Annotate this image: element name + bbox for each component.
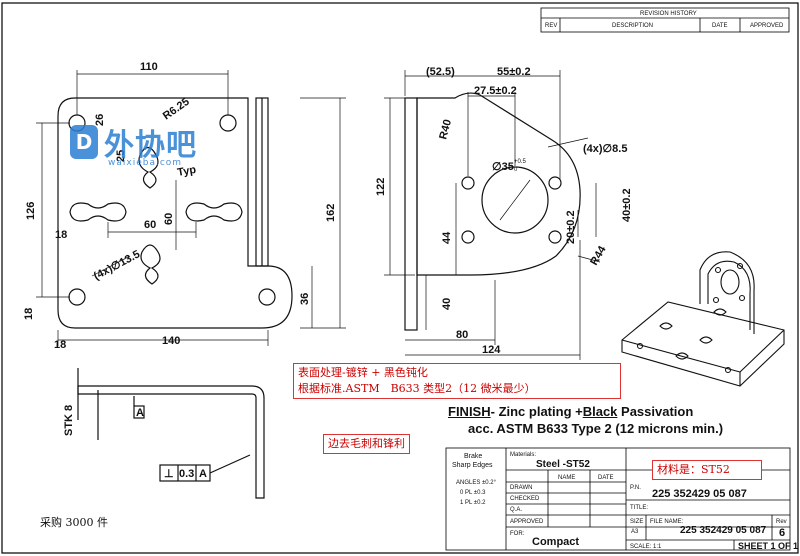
tb-sheet: SHEET 1 OF 1 — [738, 541, 798, 551]
dim-26: 26 — [94, 114, 106, 126]
revision-table — [540, 7, 790, 33]
dim-126: 126 — [25, 202, 37, 220]
tb-pn-label: P.N. — [630, 485, 641, 491]
dim-80: 80 — [456, 329, 468, 341]
tb-qa: Q.A. — [510, 507, 522, 513]
tb-approved: APPROVED — [510, 519, 544, 525]
surface-treatment-line-2: 根据标准.ASTM B633 类型2（12 微米最少） — [298, 382, 536, 395]
tb-material: Steel -ST52 — [536, 459, 590, 470]
dim-4x-d13-5: (4x)∅13.5 — [92, 248, 142, 282]
surface-treatment-line-1: 表面处理-镀锌 + 黑色钝化 — [298, 366, 428, 379]
tb-pl0: 0 PL ±0.3 — [460, 490, 486, 496]
tb-checked: CHECKED — [510, 496, 540, 502]
tb-date: DATE — [598, 475, 614, 481]
tb-angles: ANGLES ±0.2° — [456, 480, 497, 486]
rev-header-date: DATE — [712, 23, 728, 29]
watermark: D 外协吧 — [70, 120, 197, 164]
tb-for-label: FOR: — [510, 531, 525, 537]
material-note: 材料是：ST52 — [652, 460, 762, 480]
finish-text-a: - Zinc plating + — [490, 404, 583, 419]
deburr-note: 边去毛刺和锋利 — [323, 434, 410, 454]
surface-treatment-note: 表面处理-镀锌 + 黑色钝化 根据标准.ASTM B633 类型2（12 微米最… — [293, 363, 621, 399]
dim-tol-zero: 0 — [514, 167, 518, 173]
tb-drawn: DRAWN — [510, 485, 532, 491]
watermark-text: 外协吧 — [104, 128, 197, 163]
dim-124: 124 — [482, 344, 501, 356]
finish-spec-line-1: FINISH- Zinc plating +Black Passivation — [448, 404, 693, 419]
tb-size: A3 — [631, 529, 639, 535]
dim-40-bottom: 40 — [441, 298, 453, 310]
dim-162: 162 — [325, 204, 337, 222]
rev-header-approved: APPROVED — [750, 23, 784, 29]
dim-40-side: 40±0.2 — [621, 188, 633, 222]
revision-title: REVISION HISTORY — [640, 11, 697, 17]
perp-symbol: ⊥ — [164, 468, 174, 480]
side-view — [404, 92, 581, 331]
tb-size-label: SIZE — [630, 519, 643, 525]
tb-rev: 6 — [779, 527, 785, 539]
tb-sharp-edges: Sharp Edges — [452, 462, 493, 469]
dim-27-5: 27.5±0.2 — [474, 85, 517, 97]
finish-black: Black — [582, 404, 618, 419]
datum-a: A — [136, 407, 144, 419]
side-view-dim-lines — [384, 70, 601, 360]
dim-110: 110 — [140, 61, 158, 73]
dim-typ: Typ — [176, 164, 197, 179]
finish-text-b: Passivation — [617, 404, 694, 419]
rev-header-rev: REV — [545, 23, 557, 29]
dim-60-vertical: 60 — [163, 213, 175, 225]
dim-r6-25: R6.25 — [161, 96, 192, 123]
front-view-dim-lines — [36, 70, 346, 346]
dim-25: 25 — [115, 150, 127, 162]
dim-60-horizontal: 60 — [144, 219, 156, 231]
tb-for-value: Compact — [532, 536, 579, 548]
tb-file: 225 352429 05 087 — [680, 525, 767, 536]
watermark-logo-icon: D — [70, 125, 98, 159]
finish-spec-line-2: acc. ASTM B633 Type 2 (12 microns min.) — [468, 421, 724, 436]
dim-r44: R44 — [588, 243, 609, 267]
dim-20: 20±0.2 — [565, 210, 577, 244]
tolerance-datum-a: A — [199, 468, 207, 480]
tb-name: NAME — [558, 475, 575, 481]
tb-pn: 225 352429 05 087 — [652, 488, 747, 500]
quantity-note: 采购 3000 件 — [40, 516, 108, 529]
dim-tol-plus: +0.5 — [514, 159, 527, 165]
dim-140: 140 — [162, 335, 180, 347]
dim-18-left: 18 — [55, 229, 67, 241]
tb-pl1: 1 PL ±0.2 — [460, 500, 486, 506]
tb-brake: Brake — [464, 453, 482, 460]
tb-rev-label: Rev — [776, 519, 787, 525]
dim-55: 55±0.2 — [497, 66, 531, 78]
dim-18-bottom: 18 — [54, 339, 66, 351]
dim-122: 122 — [375, 178, 387, 196]
rev-header-description: DESCRIPTION — [612, 23, 653, 29]
dim-18-lower: 18 — [23, 308, 35, 320]
dim-44: 44 — [441, 231, 453, 244]
tb-file-label: FILE NAME: — [650, 519, 684, 525]
watermark-url: waixieba.com — [108, 158, 183, 168]
finish-label: FINISH — [448, 404, 491, 419]
tb-materials-label: Materials: — [510, 452, 536, 458]
tb-scale: SCALE: 1:1 — [630, 544, 662, 550]
tb-title-label: TITLE: — [630, 505, 648, 511]
bottom-view — [77, 368, 265, 499]
dim-36: 36 — [299, 293, 311, 305]
tolerance-0-3: 0.3 — [179, 468, 194, 480]
isometric-view — [621, 251, 785, 387]
dim-4x-d8-5: (4x)∅8.5 — [583, 143, 627, 155]
dim-r40: R40 — [437, 118, 454, 141]
dim-stk-8: STK 8 — [63, 405, 75, 436]
dim-52-5: (52.5) — [426, 66, 455, 78]
dim-d35: ∅35 — [492, 161, 514, 173]
